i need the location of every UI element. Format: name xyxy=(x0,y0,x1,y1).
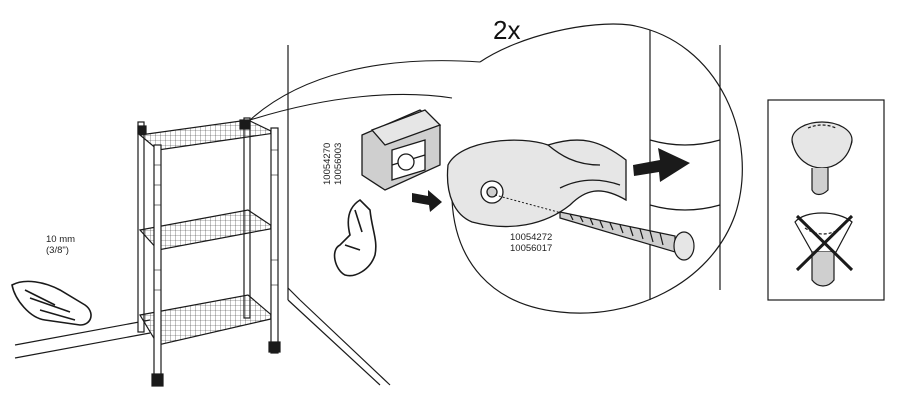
hand-pressing-icon xyxy=(11,280,92,326)
screw-part-number-2: 10056017 xyxy=(510,242,553,254)
screw-part-number-1: 10054272 xyxy=(510,232,553,243)
multiplier-label: 2x xyxy=(493,15,521,45)
gap-inch: (3/8") xyxy=(46,244,69,256)
gap-measurement-label: 10 mm (3/8") xyxy=(46,234,76,257)
hand-pointing-icon xyxy=(333,198,377,277)
detail-leader xyxy=(249,60,481,121)
wall-plug-inset xyxy=(767,99,885,301)
clip-part-numbers: 10054270 10056003 xyxy=(322,143,344,185)
wall-plug-wrong xyxy=(794,212,853,287)
shelf-unit xyxy=(137,117,281,387)
clip-part-number-1: 10054270 xyxy=(322,142,333,185)
arrow-icon xyxy=(412,148,690,212)
cross-icon xyxy=(795,214,854,272)
room-lines xyxy=(14,45,391,386)
wall-plug-correct xyxy=(791,121,853,196)
gap-mm: 10 mm xyxy=(46,234,76,245)
screw-part-numbers: 10054272 10056017 xyxy=(510,232,553,255)
wall-bracket-clip xyxy=(446,139,627,228)
clip-part-number-2: 10056003 xyxy=(333,142,344,185)
wall-plug-part xyxy=(361,109,442,191)
wood-screw xyxy=(559,211,695,261)
